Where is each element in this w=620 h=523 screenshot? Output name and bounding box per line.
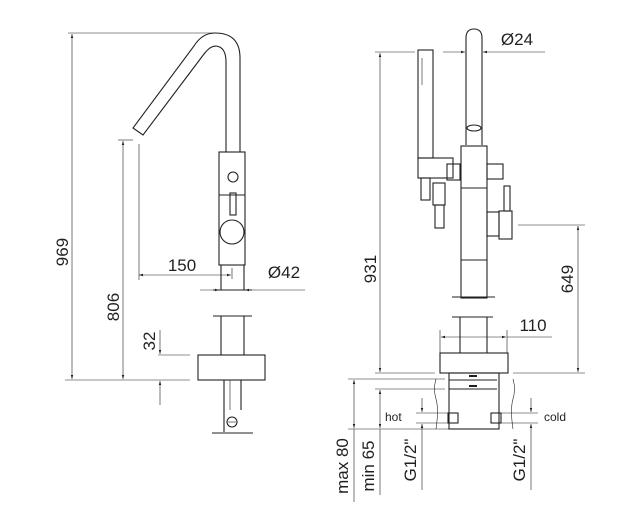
dim-931: 931: [361, 255, 380, 283]
spout: [132, 32, 241, 152]
mounting-plate: [197, 354, 266, 381]
kitchen-faucet-side-view: 969 806 150 Ø42 32: [53, 32, 305, 434]
concealed-box: [448, 372, 500, 430]
dim-150: 150: [168, 256, 196, 275]
button-icon: [227, 171, 239, 183]
spout-pipe: [465, 28, 483, 145]
base-block: [439, 352, 509, 374]
dim-969: 969: [53, 238, 72, 266]
dim-min-65: min 65: [359, 440, 378, 491]
body: [218, 151, 246, 266]
dim-110: 110: [519, 316, 546, 335]
dim-diameter-24: Ø24: [501, 30, 533, 49]
dim-649: 649: [558, 265, 577, 293]
thread-hot: G1/2": [401, 439, 420, 482]
lever-knob: [219, 219, 245, 245]
hand-shower: [417, 49, 434, 159]
bath-mixer-side-view: 931 Ø24 649 110 max 80 min 65 hot G1/2" …: [333, 28, 585, 502]
lever: [498, 210, 513, 240]
dim-max-80: max 80: [333, 438, 352, 494]
body: [460, 145, 488, 299]
dim-32: 32: [140, 332, 159, 351]
lever: [229, 192, 237, 216]
dim-diameter-42: Ø42: [268, 263, 300, 282]
label-cold: cold: [544, 410, 566, 424]
thread-cold: G1/2": [510, 439, 529, 482]
label-hot: hot: [385, 410, 402, 424]
dim-806: 806: [104, 293, 123, 321]
